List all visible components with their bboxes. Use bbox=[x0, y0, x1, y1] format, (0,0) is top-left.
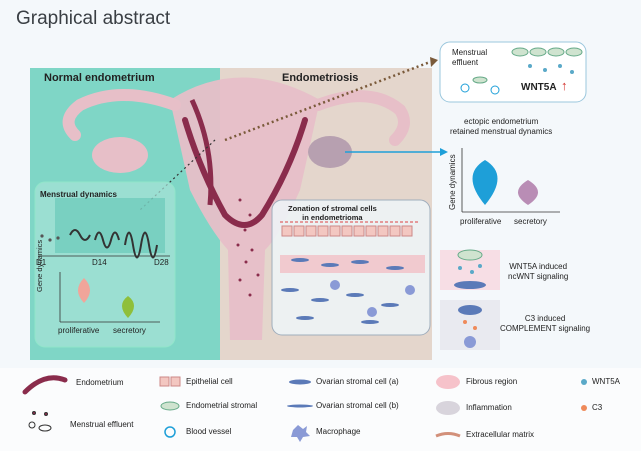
stromal-cells bbox=[281, 258, 404, 324]
ectopic-label: ectopic endometrium retained menstrual d… bbox=[450, 117, 553, 136]
left-fallopian-tube bbox=[62, 89, 181, 141]
legend-ovarian-b-icon bbox=[287, 404, 313, 408]
arrow-head-effluent bbox=[430, 57, 438, 67]
legend-epithelial-label: Epithelial cell bbox=[186, 377, 233, 386]
day-label-d14: D14 bbox=[92, 258, 107, 267]
ectopic-proliferative-label: proliferative bbox=[460, 217, 502, 226]
ectopic-violin-proliferative bbox=[472, 160, 498, 205]
effluent-cells bbox=[460, 47, 583, 95]
normal-violin-secretory bbox=[122, 296, 134, 318]
legend-ecm-label: Extracellular matrix bbox=[466, 430, 535, 439]
ectopic-violin-secretory bbox=[518, 180, 538, 205]
legend-endometrium-icon bbox=[22, 375, 68, 395]
right-fallopian-tube bbox=[312, 90, 410, 146]
menstrual-dynamics-label: Menstrual dynamics bbox=[40, 190, 117, 199]
endometriosis-label: Endometriosis bbox=[282, 72, 359, 84]
zonation-label: Zonation of stromal cells in endometriom… bbox=[288, 204, 377, 222]
normal-gene-dynamics-label: Gene dynamics bbox=[35, 239, 44, 292]
c3-signal-label: C3 induced COMPLEMENT signaling bbox=[500, 314, 591, 333]
effluent-box-label: Menstrual effluent bbox=[452, 48, 488, 67]
legend-c3-label: C3 bbox=[592, 403, 603, 412]
legend-endometrial-stromal-label: Endometrial stromal bbox=[186, 401, 258, 410]
normal-proliferative-label: proliferative bbox=[58, 326, 100, 335]
legend-menstrual-effluent-label: Menstrual effluent bbox=[70, 420, 134, 429]
legend-epithelial-icon bbox=[159, 376, 181, 387]
arrow-head-ectopic bbox=[440, 148, 448, 156]
gland-spirals bbox=[69, 229, 158, 259]
day-label-d28: D28 bbox=[154, 258, 169, 267]
menstrual-dynamics-box bbox=[34, 181, 176, 348]
legend-area bbox=[0, 368, 641, 451]
legend-endometrium-label: Endometrium bbox=[76, 378, 124, 387]
legend-blood-vessel-icon bbox=[164, 426, 176, 438]
ectopic-gene-dynamics-label: Gene dynamics bbox=[448, 154, 457, 210]
epithelial-row bbox=[281, 225, 413, 237]
legend-ovarian-b-label: Ovarian stromal cell (b) bbox=[316, 401, 399, 410]
endometrium-lining bbox=[182, 117, 308, 228]
legend-macrophage-label: Macrophage bbox=[316, 427, 361, 436]
legend-c3-icon bbox=[581, 405, 587, 411]
legend-endometrial-stromal-icon bbox=[160, 401, 180, 411]
legend-wnt5a-icon bbox=[581, 379, 587, 385]
ectopic-secretory-label: secretory bbox=[514, 217, 547, 226]
legend-wnt5a-label: WNT5A bbox=[592, 377, 620, 386]
up-arrow-icon: ↑ bbox=[561, 78, 568, 93]
legend-ecm-icon bbox=[435, 432, 461, 438]
legend-effluent-icon bbox=[28, 411, 52, 432]
right-ovary bbox=[308, 136, 352, 168]
legend-macrophage-icon bbox=[291, 425, 310, 442]
legend-fibrous-label: Fibrous region bbox=[466, 377, 518, 386]
normal-violin-proliferative bbox=[78, 278, 90, 303]
fibrous-band bbox=[280, 255, 425, 273]
timeline-dots bbox=[40, 234, 60, 242]
page-title: Graphical abstract bbox=[16, 8, 171, 29]
normal-endometrium-label: Normal endometrium bbox=[44, 72, 155, 84]
left-ovary bbox=[92, 137, 148, 173]
legend-ovarian-a-label: Ovarian stromal cell (a) bbox=[316, 377, 399, 386]
legend-ovarian-a-icon bbox=[289, 379, 311, 385]
menstrual-effluent-box bbox=[439, 41, 587, 103]
dotted-arrow-effluent bbox=[224, 60, 431, 142]
day-label-d1: D1 bbox=[36, 258, 47, 267]
legend-inflammation-label: Inflammation bbox=[466, 403, 512, 412]
legend-blood-vessel-label: Blood vessel bbox=[186, 427, 232, 436]
scattered-effluent bbox=[236, 198, 260, 297]
legend-fibrous-icon bbox=[436, 375, 460, 389]
effluent-gene-label: WNT5A bbox=[521, 82, 557, 93]
endometrium-arc-left bbox=[189, 98, 214, 206]
legend-inflammation-icon bbox=[436, 401, 460, 415]
zonation-macrophages bbox=[330, 280, 415, 317]
wnt5a-signal-label: WNT5A induced ncWNT signaling bbox=[508, 262, 569, 281]
normal-secretory-label: secretory bbox=[113, 326, 146, 335]
